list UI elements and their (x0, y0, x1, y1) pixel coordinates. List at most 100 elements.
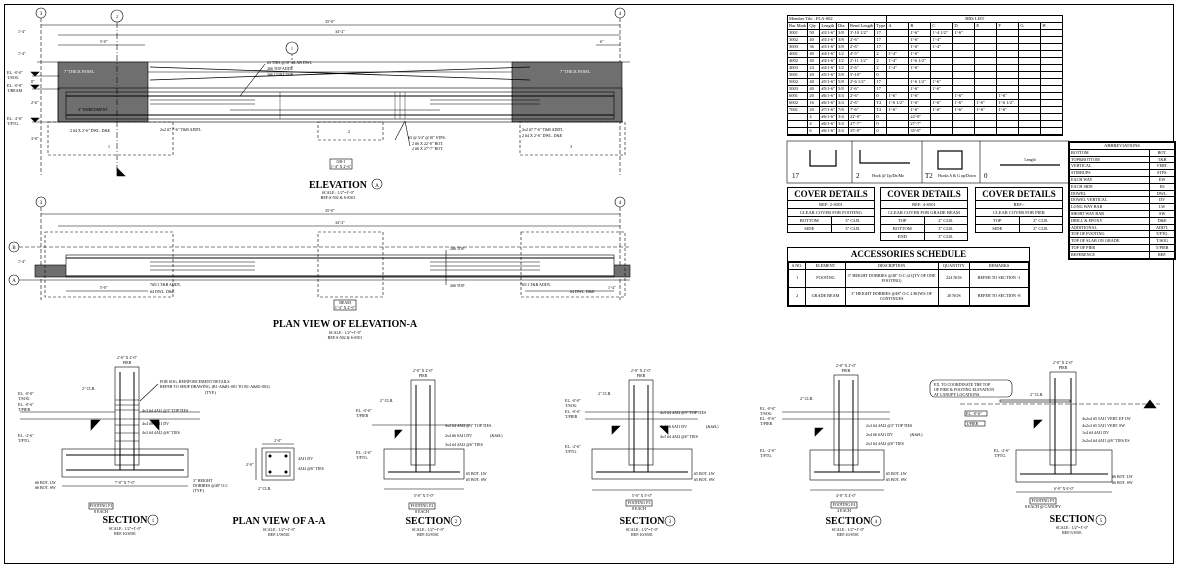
table-cell: 7001 (786, 106, 809, 114)
table-cell: 1'-6" (952, 99, 976, 107)
elevation-ref: REF:S-502 & 6-S501 (321, 195, 356, 200)
s3-tag: FOOTING F3 (628, 500, 651, 505)
abbreviation-cell: BOTTOM (1068, 148, 1151, 157)
table-cell: 40 (807, 50, 821, 58)
cover-ref: REF:- (976, 201, 1062, 209)
s4-lv1: EL. -0'-0" (760, 406, 776, 411)
cover-title: COVER DETAILS (976, 188, 1062, 201)
bar-list-column-header: Qty (807, 22, 821, 30)
table-cell (930, 127, 954, 135)
s4-lv3: EL. -2'-6" (760, 448, 776, 453)
table-cell: 3/8 (835, 29, 849, 37)
table-cell: #6/1-6" (819, 120, 837, 128)
table-cell: 2 (874, 57, 888, 65)
s5-ref: REF:5/S501 (1062, 530, 1082, 535)
cover-cell: SIDE (788, 225, 832, 232)
s5-lv1: EL. -0'-6" (966, 411, 982, 416)
table-cell: 1'-6 1/2" (996, 99, 1020, 107)
table-cell: #4/1-6" (819, 64, 837, 72)
s1-lv3b: T/FTG. (18, 438, 30, 443)
table-cell: 40 (807, 78, 821, 86)
accessories-cell: GRADE BEAM (805, 286, 846, 306)
plan-grid-a: A (12, 279, 16, 284)
s5-title: SECTION (1049, 514, 1095, 525)
table-cell (1018, 134, 1042, 136)
table-cell: 2'-11 1/2" (847, 57, 876, 65)
plan-aa-drawing (255, 443, 295, 481)
table-cell (1018, 120, 1042, 128)
table-cell (1040, 57, 1064, 65)
table-cell: #6/1-6" (819, 92, 837, 100)
s4-ref: REF:10/S501 (837, 532, 859, 537)
plan-title: PLAN VIEW OF ELEVATION-A (273, 319, 418, 330)
s2-tag: FOOTING F2 (411, 503, 434, 508)
table-cell: 1'-4" (886, 57, 910, 65)
s3-pier: 2'-0" X 2'-0" (631, 368, 652, 373)
s5-n3: AT CANOPY LOCATIONS. (934, 392, 980, 397)
note-bot-2: 2 #6 X 27'-7" BOT. (412, 146, 443, 151)
s1-n3: (TYP.) (205, 390, 216, 395)
table-cell (952, 113, 976, 121)
accessories-cell: 2 (787, 286, 807, 306)
table-cell: 27'-7" (847, 120, 876, 128)
table-cell: 2'-6" (847, 36, 876, 44)
table-cell (1018, 71, 1042, 79)
table-cell (1018, 64, 1042, 72)
table-cell: 50 (807, 29, 821, 37)
panel-left-label: 7" THICK PANEL (64, 69, 95, 74)
shape-17-label: 17 (792, 172, 800, 180)
s1-tag: FOOTING F1 (90, 503, 113, 508)
table-cell: #5/1-6" (819, 71, 837, 79)
table-cell (1018, 85, 1042, 93)
s4-clr: 2" CLR. (800, 396, 813, 401)
cover-cell: 3" CLR. (938, 226, 954, 231)
table-cell: 1'-6" (996, 92, 1020, 100)
table-cell (930, 57, 954, 65)
abbreviation-cell: LONG WAY BAR (1068, 203, 1151, 211)
beam-tag: GB-1 (337, 159, 346, 164)
table-cell (930, 50, 954, 58)
abbreviation-cell: DOWEL (1068, 189, 1151, 198)
table-cell: 1'-6" (930, 85, 954, 93)
abbreviation-cell: STPS. (1149, 169, 1175, 177)
cover-cell: TOP (976, 217, 1020, 224)
table-cell (996, 50, 1020, 58)
table-cell (996, 120, 1020, 128)
dim-v3: 3'-0" (31, 136, 39, 141)
s1-n9: (TYP.) (193, 488, 204, 493)
plan-dim-side: 1'-4" (18, 259, 26, 264)
table-cell: 0 (874, 71, 888, 79)
plan-dim-inner: 34'-2" (335, 220, 345, 225)
table-cell: 1'-6" (908, 50, 932, 58)
s5-n1: EX. TO COORDINATE THE TOP (934, 382, 991, 387)
dim-left-2: 5'-0" (100, 39, 108, 44)
note-top-1: #3 TIES @18" SLAB DWL (267, 60, 313, 65)
table-cell (996, 64, 1020, 72)
table-cell: 1'-6" (908, 29, 932, 37)
table-cell (996, 78, 1020, 86)
table-cell: 2'-6" (847, 92, 876, 100)
cover-ref: REF: 2-S501 (788, 201, 874, 209)
section-5-drawing (929, 371, 1160, 526)
table-cell (1018, 127, 1042, 135)
accessories-title: ACCESSORIES SCHEDULE (788, 248, 1029, 262)
level-2: EL. -0'-8" (7, 83, 23, 88)
table-cell: 24 (807, 64, 821, 72)
abbreviation-cell: ADD'L (1149, 223, 1175, 232)
bar-list-column-header: A (886, 22, 910, 30)
table-cell (786, 127, 809, 135)
abbreviation-cell: SW (1149, 209, 1175, 218)
dim-inner: 34'-2" (335, 29, 345, 34)
s2-b2: #5 BOT. SW (466, 477, 487, 482)
table-cell (1040, 134, 1064, 136)
table-cell: 1'-6 1/2" (886, 99, 910, 107)
aa-n2: 4AI2 @6" TIES (298, 466, 324, 471)
section-4-drawing (782, 374, 890, 527)
table-cell: 40 (807, 85, 821, 93)
